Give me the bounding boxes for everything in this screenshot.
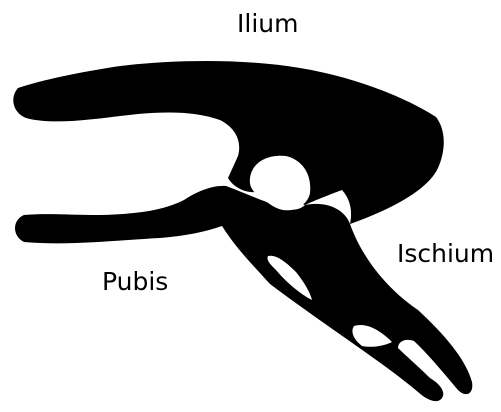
pubis-bone — [15, 186, 238, 243]
ilium-label: Ilium — [237, 11, 298, 36]
pubis-label: Pubis — [102, 269, 168, 294]
ischium-label: Ischium — [397, 241, 494, 266]
ischium-bone — [222, 186, 472, 401]
